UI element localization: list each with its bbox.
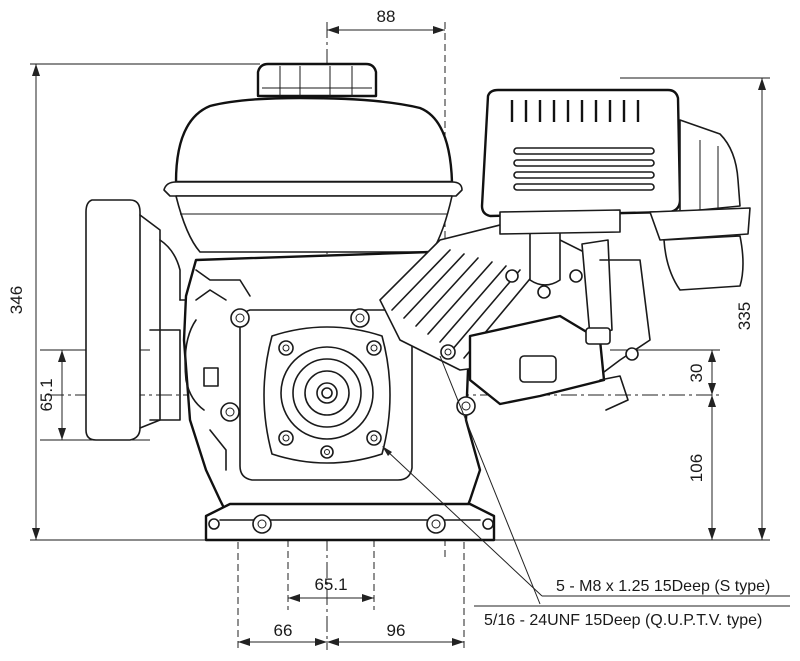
dim-label-right-base-width: 96: [387, 621, 406, 640]
dim-label-bolt-spacing: 65.1: [314, 575, 347, 594]
dim-label-upper-right: 30: [687, 364, 706, 383]
mounting-bolt-holes: [278, 340, 382, 459]
callout-qup-type: 5/16 - 24UNF 15Deep (Q.U.P.T.V. type): [484, 612, 762, 629]
dim-label-top-width: 88: [377, 7, 396, 26]
dimension-overall-height-left: 346: [7, 64, 40, 540]
cylinder-fins: [379, 219, 651, 411]
dimension-left-offset: 65.1: [37, 350, 66, 440]
air-cleaner: [480, 88, 751, 291]
air-cleaner-vents: [510, 100, 655, 191]
dim-label-lower-right: 106: [687, 454, 706, 482]
thread-callouts: 5 - M8 x 1.25 15Deep (S type) 5/16 - 24U…: [382, 355, 790, 629]
dimension-lower-right: 106: [687, 395, 716, 540]
dimension-overall-height-right: 335: [735, 78, 766, 540]
dimension-base-widths: 66 96: [238, 621, 464, 646]
dimension-upper-right: 30: [687, 350, 716, 395]
recoil-starter: [85, 199, 201, 441]
dim-label-left-base-width: 66: [274, 621, 293, 640]
callout-s-type: 5 - M8 x 1.25 15Deep (S type): [556, 578, 770, 595]
dim-label-overall-height-right: 335: [735, 302, 754, 330]
dimension-top-width: 88: [327, 7, 445, 34]
fuel-tank: [163, 62, 463, 253]
dim-label-left-offset: 65.1: [37, 378, 56, 411]
dim-label-overall-height-left: 346: [7, 286, 26, 314]
dimension-bolt-spacing: 65.1: [288, 575, 374, 602]
